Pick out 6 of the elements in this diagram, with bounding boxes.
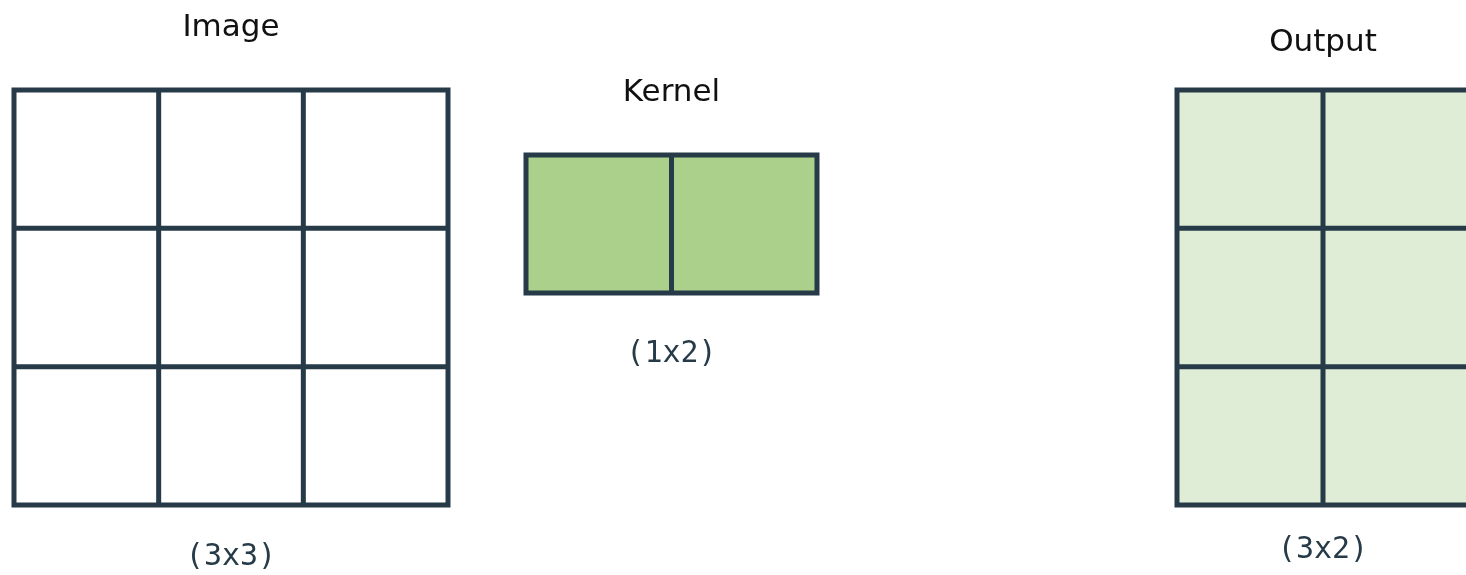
dimension-label: (1x2) [625, 333, 718, 371]
grid-title: Output [1268, 21, 1378, 60]
grid-title: Image [181, 6, 281, 45]
dimension-label: (3x3) [184, 536, 278, 574]
grid-title: Kernel [621, 71, 722, 110]
dimension-label: (3x2) [1276, 529, 1370, 567]
